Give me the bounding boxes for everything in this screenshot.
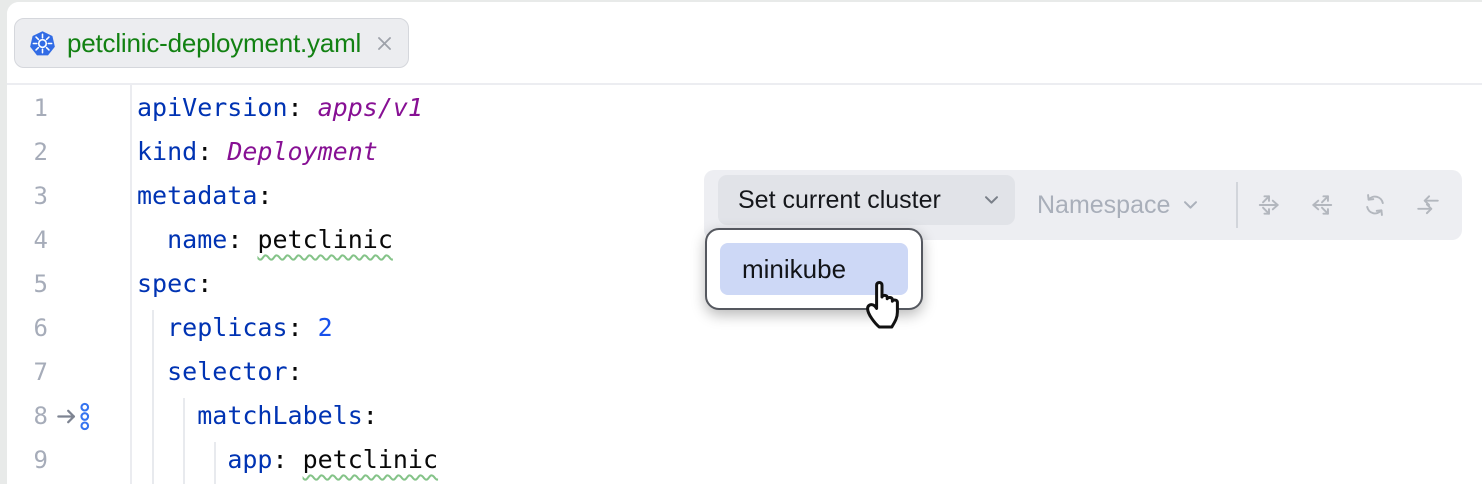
- code-line[interactable]: 7 selector:: [7, 350, 1482, 394]
- indent-guide: [183, 398, 185, 484]
- code-line[interactable]: 3 metadata:: [7, 174, 1482, 218]
- code-line[interactable]: 1 apiVersion: apps/v1: [7, 86, 1482, 130]
- line-number: 6: [33, 314, 48, 342]
- code-line[interactable]: 4 name: petclinic: [7, 218, 1482, 262]
- code-text: name: petclinic: [167, 225, 393, 254]
- refresh-icon[interactable]: [1362, 192, 1388, 218]
- close-icon[interactable]: [376, 35, 393, 52]
- code-text: kind: Deployment: [137, 137, 378, 166]
- cluster-dropdown-popup: minikube: [705, 228, 923, 310]
- kubernetes-icon: [29, 30, 56, 57]
- indent-guide: [152, 310, 154, 484]
- line-number: 5: [33, 270, 48, 298]
- code-line[interactable]: 5 spec:: [7, 262, 1482, 306]
- diverge-left-icon[interactable]: [1309, 192, 1335, 218]
- gutter-separator: [130, 85, 132, 484]
- swap-arrows-icon[interactable]: [1415, 192, 1441, 218]
- code-lines: 1 apiVersion: apps/v1 2 kind: Deployment 3 me…: [7, 86, 1482, 482]
- code-text: apiVersion: apps/v1: [137, 93, 423, 122]
- tab-filename: petclinic-deployment.yaml: [67, 27, 362, 58]
- dropdown-item-minikube[interactable]: minikube: [720, 243, 908, 295]
- chevron-down-icon: [1183, 200, 1198, 210]
- code-line[interactable]: 8 matchLabels:: [7, 394, 1482, 438]
- line-number: 9: [33, 446, 48, 474]
- line-number: 3: [33, 182, 48, 210]
- tabbar-divider: [7, 83, 1482, 85]
- code-text: metadata:: [137, 181, 273, 210]
- chevron-down-icon: [984, 195, 999, 205]
- tab-petclinic-deployment[interactable]: petclinic-deployment.yaml: [14, 18, 410, 68]
- line-number: 2: [33, 138, 48, 166]
- line-number: 4: [33, 226, 48, 254]
- set-current-cluster-button[interactable]: Set current cluster: [718, 175, 1015, 225]
- indent-guide: [214, 442, 216, 484]
- toolbar-actions: [1256, 170, 1441, 240]
- line-number: 8: [33, 402, 48, 430]
- code-text: matchLabels:: [197, 401, 378, 430]
- code-text: spec:: [137, 269, 213, 298]
- diverge-right-icon[interactable]: [1256, 192, 1282, 218]
- push-to-cluster-gutter-icon[interactable]: [56, 402, 98, 431]
- code-text: selector:: [167, 357, 303, 386]
- editor-tab-bar: petclinic-deployment.yaml: [7, 2, 1482, 83]
- code-line[interactable]: 2 kind: Deployment: [7, 130, 1482, 174]
- code-line[interactable]: 6 replicas: 2: [7, 306, 1482, 350]
- namespace-button[interactable]: Namespace: [1037, 170, 1198, 240]
- line-number: 1: [33, 94, 48, 122]
- code-text: replicas: 2: [167, 313, 333, 342]
- kubernetes-floating-toolbar: Set current cluster Namespace: [704, 170, 1462, 240]
- toolbar-divider: [1236, 182, 1238, 228]
- code-line[interactable]: 9 app: petclinic: [7, 438, 1482, 482]
- ide-window: petclinic-deployment.yaml 1 apiVersion: a…: [7, 2, 1482, 484]
- line-number: 7: [33, 358, 48, 386]
- code-text: app: petclinic: [227, 445, 439, 474]
